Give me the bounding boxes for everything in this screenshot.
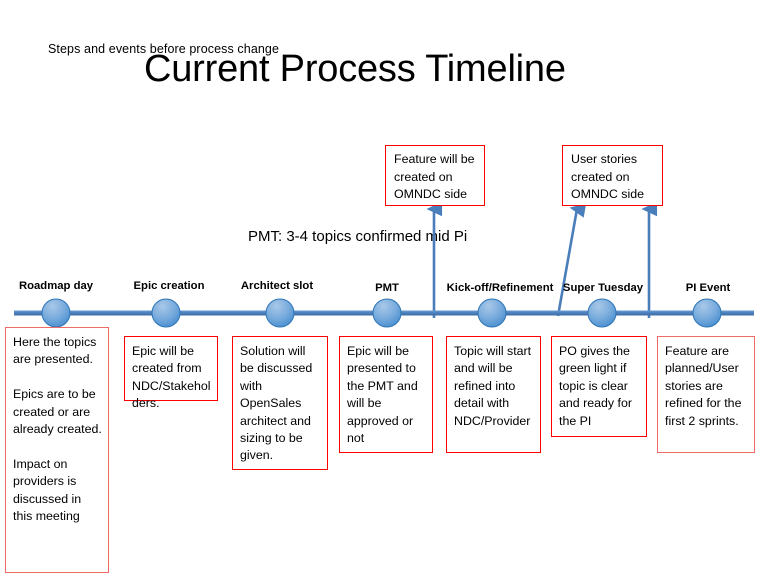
desc-epic-creation: Epic will be created from NDC/Stakehol d… xyxy=(124,336,218,410)
timeline-node-pmt[interactable] xyxy=(372,298,402,328)
desc-super-tuesday: PO gives the green light if topic is cle… xyxy=(551,336,647,437)
desc-pi-event: Feature are planned/User stories are ref… xyxy=(657,336,755,453)
timeline-node-super-tuesday[interactable] xyxy=(587,298,617,328)
milestone-label-roadmap-day: Roadmap day xyxy=(18,280,94,292)
arrow-to-user-stories-callout-diagonal xyxy=(556,203,587,317)
milestone-label-epic-creation: Epic creation xyxy=(133,280,205,292)
callout-user-stories-omndc: User stories created on OMNDC side xyxy=(562,145,663,206)
desc-pmt: Epic will be presented to the PMT and wi… xyxy=(339,336,433,453)
desc-kick-off-refinement: Topic will start and will be refined int… xyxy=(446,336,541,453)
slide-title: Current Process Timeline xyxy=(144,48,566,90)
timeline-node-pi-event[interactable] xyxy=(692,298,722,328)
milestone-label-pi-event: PI Event xyxy=(685,282,731,294)
timeline-node-kick-off-refinement[interactable] xyxy=(477,298,507,328)
milestone-label-kick-off-refinement: Kick-off/Refinement xyxy=(446,282,554,294)
timeline-node-roadmap-day[interactable] xyxy=(41,298,71,328)
callout-arrows-group xyxy=(426,201,658,318)
desc-roadmap-day: Here the topics are presented. Epics are… xyxy=(5,327,109,573)
milestone-label-super-tuesday: Super Tuesday xyxy=(562,282,644,294)
timeline-node-architect-slot[interactable] xyxy=(265,298,295,328)
pmt-note-label: PMT: 3-4 topics confirmed mid Pi xyxy=(248,228,468,245)
slide-subtitle: Steps and events before process change xyxy=(48,42,280,56)
callout-feature-omndc: Feature will be created on OMNDC side xyxy=(385,145,485,206)
milestone-label-pmt: PMT xyxy=(375,282,399,294)
milestone-label-architect-slot: Architect slot xyxy=(240,280,314,292)
timeline-node-epic-creation[interactable] xyxy=(151,298,181,328)
desc-architect-slot: Solution will be discussed with OpenSale… xyxy=(232,336,328,470)
